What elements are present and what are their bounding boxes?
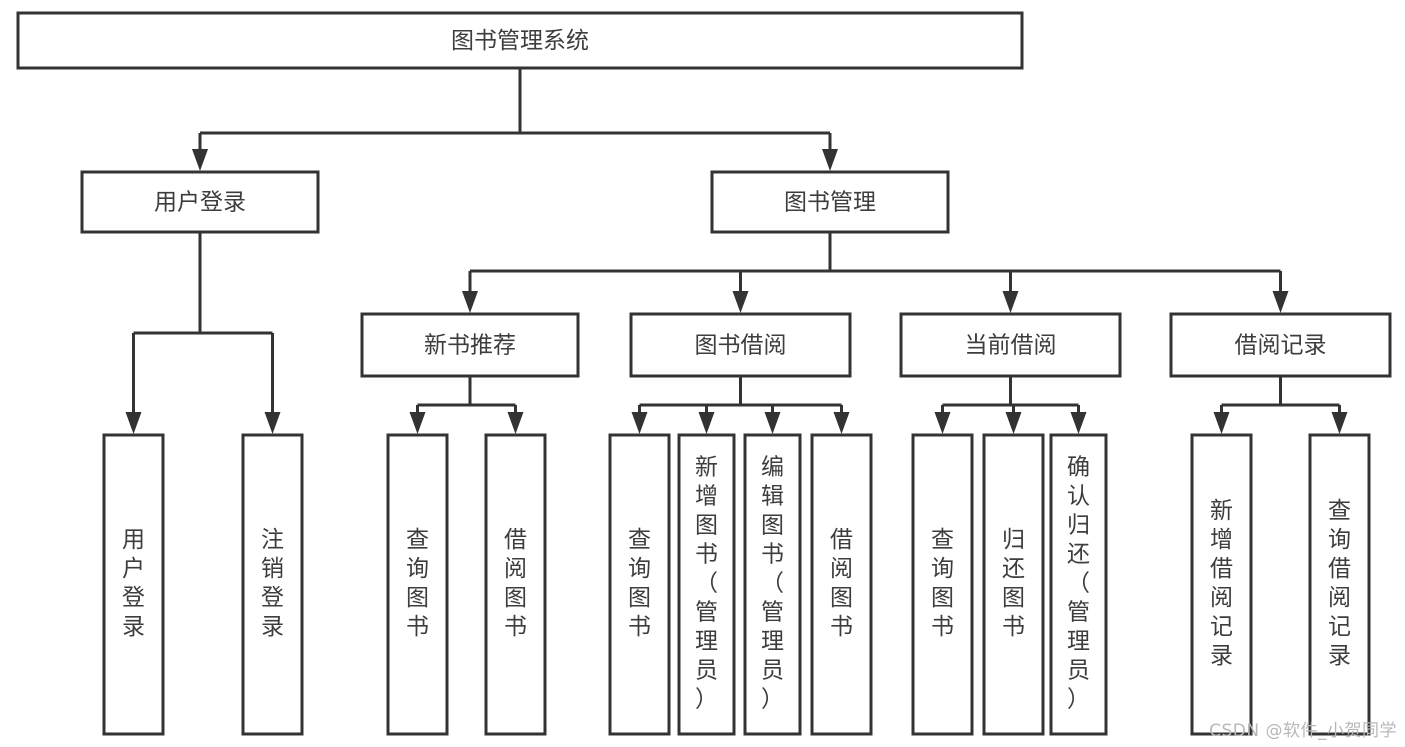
node-label-leaf-rec-borrow: 借阅图书 [504, 527, 527, 640]
nodes-layer: 图书管理系统用户登录图书管理新书推荐图书借阅当前借阅借阅记录用户登录注销登录查询… [16, 11, 1392, 736]
connectors-layer [125, 68, 1348, 434]
node-box-leaf-borrow-edit[interactable] [743, 433, 802, 736]
node-box-leaf-borrow-add[interactable] [677, 433, 736, 736]
node-label-book-borrow: 图书借阅 [695, 333, 787, 359]
arrowhead-icon [698, 412, 715, 434]
node-book-manage[interactable]: 图书管理 [710, 170, 950, 234]
arrowhead-icon [934, 412, 951, 434]
node-leaf-rec-query[interactable]: 查询图书 [386, 433, 449, 736]
node-box-borrow-record[interactable] [1169, 312, 1392, 378]
arrowhead-icon [264, 412, 281, 434]
node-leaf-user-logout[interactable]: 注销登录 [241, 433, 304, 736]
node-leaf-rec-borrow[interactable]: 借阅图书 [484, 433, 547, 736]
node-label-leaf-user-login: 用户登录 [122, 527, 145, 640]
node-label-leaf-borrow-edit: 编辑图书（管理员） [761, 455, 784, 713]
node-leaf-cur-query[interactable]: 查询图书 [911, 433, 974, 736]
node-label-borrow-record: 借阅记录 [1235, 333, 1327, 359]
csdn-watermark: CSDN @软件_小贺同学 [1209, 721, 1397, 741]
node-box-leaf-cur-confirm[interactable] [1049, 433, 1108, 736]
node-label-leaf-rec-query: 查询图书 [406, 527, 429, 640]
arrowhead-icon [1331, 412, 1348, 434]
node-leaf-rec-add[interactable]: 新增借阅记录 [1190, 433, 1253, 736]
node-label-leaf-cur-return: 归还图书 [1002, 527, 1025, 640]
node-box-book-manage[interactable] [710, 170, 950, 234]
arrowhead-icon [462, 291, 478, 313]
connector-group-new-book-rec [409, 376, 524, 434]
node-label-leaf-borrow-add: 新增图书（管理员） [695, 455, 718, 713]
node-label-current-borrow: 当前借阅 [965, 333, 1057, 359]
arrowhead-icon [507, 412, 524, 434]
node-label-leaf-cur-confirm: 确认归还（管理员） [1067, 455, 1090, 713]
arrowhead-icon [125, 412, 142, 434]
node-current-borrow[interactable]: 当前借阅 [899, 312, 1122, 378]
node-label-leaf-cur-query: 查询图书 [931, 527, 954, 640]
node-label-book-manage: 图书管理 [784, 190, 876, 216]
node-label-leaf-borrow-do: 借阅图书 [830, 527, 853, 640]
node-label-leaf-user-logout: 注销登录 [261, 527, 284, 640]
node-leaf-cur-return[interactable]: 归还图书 [982, 433, 1045, 736]
node-box-user-login[interactable] [80, 170, 320, 234]
node-box-leaf-rec-borrow[interactable] [484, 433, 547, 736]
node-leaf-cur-confirm[interactable]: 确认归还（管理员） [1049, 433, 1108, 736]
node-box-leaf-rec-add[interactable] [1190, 433, 1253, 736]
connector-group-root [192, 68, 838, 171]
arrowhead-icon [822, 149, 838, 171]
arrowhead-icon [1005, 412, 1022, 434]
arrowhead-icon [192, 149, 208, 171]
arrowhead-icon [631, 412, 648, 434]
node-box-leaf-rec-query2[interactable] [1308, 433, 1371, 736]
connector-group-user-login [125, 232, 281, 434]
node-user-login[interactable]: 用户登录 [80, 170, 320, 234]
node-box-book-borrow[interactable] [629, 312, 852, 378]
node-label-leaf-rec-add: 新增借阅记录 [1210, 498, 1233, 669]
node-leaf-borrow-do[interactable]: 借阅图书 [810, 433, 873, 736]
connector-group-book-manage [462, 232, 1289, 313]
node-label-leaf-borrow-query: 查询图书 [628, 527, 651, 640]
node-borrow-record[interactable]: 借阅记录 [1169, 312, 1392, 378]
connector-group-current-borrow [934, 376, 1087, 434]
arrowhead-icon [1070, 412, 1087, 434]
arrowhead-icon [1213, 412, 1230, 434]
node-leaf-borrow-edit[interactable]: 编辑图书（管理员） [743, 433, 802, 736]
node-box-current-borrow[interactable] [899, 312, 1122, 378]
node-label-root: 图书管理系统 [451, 28, 589, 54]
connector-group-book-borrow [631, 376, 850, 434]
node-box-leaf-user-login[interactable] [102, 433, 165, 736]
node-new-book-rec[interactable]: 新书推荐 [360, 312, 580, 378]
node-label-new-book-rec: 新书推荐 [424, 333, 516, 359]
node-leaf-user-login[interactable]: 用户登录 [102, 433, 165, 736]
node-box-leaf-rec-query[interactable] [386, 433, 449, 736]
node-book-borrow[interactable]: 图书借阅 [629, 312, 852, 378]
arrowhead-icon [1272, 291, 1289, 313]
arrowhead-icon [1002, 291, 1019, 313]
node-box-leaf-cur-query[interactable] [911, 433, 974, 736]
node-box-new-book-rec[interactable] [360, 312, 580, 378]
connector-group-borrow-record [1213, 376, 1348, 434]
node-box-leaf-borrow-query[interactable] [608, 433, 671, 736]
arrowhead-icon [409, 412, 426, 434]
arrowhead-icon [833, 412, 850, 434]
node-box-leaf-borrow-do[interactable] [810, 433, 873, 736]
node-label-leaf-rec-query2: 查询借阅记录 [1328, 498, 1351, 669]
arrowhead-icon [732, 291, 749, 313]
node-leaf-rec-query2[interactable]: 查询借阅记录 [1308, 433, 1371, 736]
arrowhead-icon [764, 412, 781, 434]
node-box-leaf-cur-return[interactable] [982, 433, 1045, 736]
node-label-user-login: 用户登录 [154, 190, 246, 216]
node-leaf-borrow-add[interactable]: 新增图书（管理员） [677, 433, 736, 736]
node-leaf-borrow-query[interactable]: 查询图书 [608, 433, 671, 736]
node-root[interactable]: 图书管理系统 [16, 11, 1024, 70]
node-box-root[interactable] [16, 11, 1024, 70]
node-box-leaf-user-logout[interactable] [241, 433, 304, 736]
